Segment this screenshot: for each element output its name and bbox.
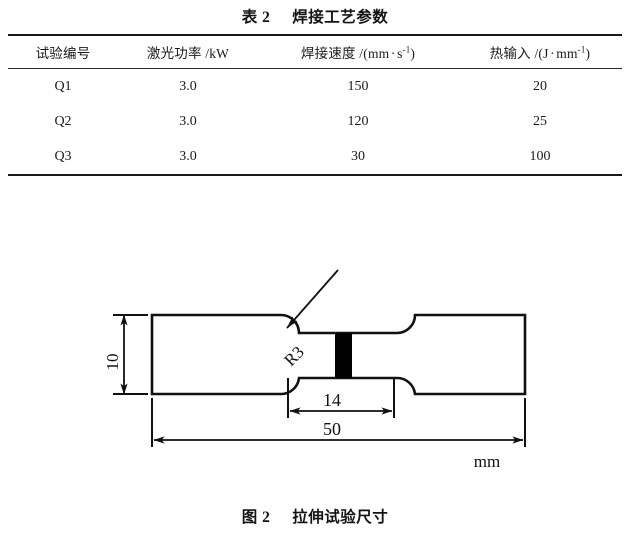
- cell-heat-input: 20: [533, 78, 547, 94]
- table-title: 表 2 焊接工艺参数: [0, 0, 630, 34]
- column-header-welding-speed: 焊接速度 /(mm·s-1): [258, 36, 458, 68]
- table-body: Q1 3.0 150 20 Q2 3.0 120 25 Q3 3.0 30 10…: [8, 69, 622, 174]
- tensile-specimen-drawing: 10 R3 14 50 mm: [103, 269, 527, 471]
- width-dimension-10: [113, 314, 148, 395]
- total-length-dimension-50: [151, 398, 526, 447]
- cell-laser-power: 3.0: [179, 113, 197, 129]
- cell-heat-input: 100: [529, 148, 551, 164]
- heat-input-label-close: ): [585, 46, 591, 61]
- cell-welding-speed: 30: [351, 148, 365, 164]
- welding-speed-label-close: ): [410, 46, 416, 61]
- figure-caption-text: 拉伸试验尺寸: [292, 509, 389, 526]
- cell-laser-power: 3.0: [179, 78, 197, 94]
- table-header-row: 试验编号 激光功率 /kW 焊接速度 /(mm·s-1) 热输入 /(J·mm-…: [8, 36, 622, 68]
- figure-caption: 图 2 拉伸试验尺寸: [0, 505, 630, 527]
- table-rule-middle: [8, 68, 622, 69]
- heat-input-label-exponent: -1: [577, 44, 586, 55]
- table-row: Q3 3.0 30 100: [8, 139, 622, 174]
- cell-welding-speed: 150: [347, 78, 369, 94]
- table-rule-bottom: [8, 174, 622, 176]
- welding-speed-label-dot: ·: [390, 46, 396, 61]
- table-row: Q1 3.0 150 20: [8, 69, 622, 104]
- table-title-label: 表 2: [241, 9, 271, 26]
- heat-input-label-unit: mm: [556, 46, 578, 61]
- cell-specimen-id: Q1: [54, 78, 72, 94]
- column-header-specimen-id: 试验编号: [35, 46, 91, 61]
- gauge-length-dimension-14: [287, 378, 395, 418]
- welding-parameters-table: 试验编号 激光功率 /kW 焊接速度 /(mm·s-1) 热输入 /(J·mm-…: [8, 36, 622, 68]
- cell-specimen-id: Q2: [54, 113, 72, 129]
- cell-laser-power: 3.0: [179, 148, 197, 164]
- column-header-heat-input: 热输入 /(J·mm-1): [458, 36, 622, 68]
- fillet-radius-leader-r3: [286, 269, 339, 329]
- heat-input-label-dot: ·: [550, 46, 555, 61]
- welding-parameters-table-body-wrap: Q1 3.0 150 20 Q2 3.0 120 25 Q3 3.0 30 10…: [8, 69, 622, 174]
- welding-speed-label-exponent: -1: [402, 44, 411, 55]
- figure-caption-label: 图 2: [241, 509, 271, 526]
- table-header: 试验编号 激光功率 /kW 焊接速度 /(mm·s-1) 热输入 /(J·mm-…: [8, 36, 622, 68]
- tensile-specimen-figure-block: 10 R3 14 50 mm 图 2 拉伸试验尺寸: [0, 252, 630, 545]
- total-length-label: 50: [323, 419, 341, 439]
- table-title-text: 焊接工艺参数: [292, 9, 389, 26]
- unit-note-label: mm: [474, 452, 500, 471]
- table-row: Q2 3.0 120 25: [8, 104, 622, 139]
- cell-specimen-id: Q3: [54, 148, 72, 164]
- welding-speed-label-unit: s: [397, 46, 403, 61]
- heat-input-label-main: 热输入 /(J: [489, 46, 549, 61]
- welding-speed-label-main: 焊接速度 /(mm: [300, 46, 390, 61]
- table-rule-top: [8, 34, 622, 36]
- cell-heat-input: 25: [533, 113, 547, 129]
- width-dimension-label: 10: [103, 354, 122, 371]
- gauge-length-label: 14: [323, 390, 341, 410]
- cell-welding-speed: 120: [347, 113, 369, 129]
- welding-parameters-table-block: 表 2 焊接工艺参数 试验编号 激光功率 /kW 焊接速度 /(mm·s-1) …: [0, 0, 630, 176]
- column-header-laser-power: 激光功率 /kW: [146, 46, 230, 61]
- weld-bead: [335, 333, 352, 378]
